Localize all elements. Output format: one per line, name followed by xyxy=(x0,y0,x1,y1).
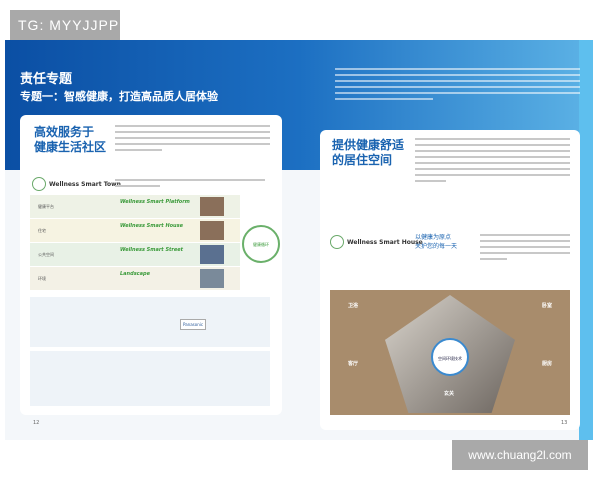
logo-text: Wellness Smart Town xyxy=(49,180,121,188)
row-name: Wellness Smart House xyxy=(120,223,183,229)
edge-strip xyxy=(579,40,593,440)
row-name: Wellness Smart Street xyxy=(120,247,184,253)
row-photo xyxy=(200,245,224,264)
room-kitchen: 厨房 xyxy=(541,361,552,367)
logo-text: Wellness Smart House xyxy=(347,238,423,246)
left-card: 高效服务于健康生活社区 Wellness Smart Town 健康平台 Well… xyxy=(20,115,282,415)
logo-caption xyxy=(115,179,265,191)
row-house: 住宅 Wellness Smart House xyxy=(30,219,240,242)
room-pentagon: 空间环境技术 卫浴 卧室 客厅 厨房 玄关 xyxy=(330,290,570,415)
row-name: Wellness Smart Platform xyxy=(120,199,190,205)
slogan-paragraph xyxy=(480,234,570,264)
row-platform: 健康平台 Wellness Smart Platform xyxy=(30,195,240,218)
cloud-label: Panasonic xyxy=(180,319,207,330)
page-subtitle: 专题一：智感健康，打造高品质人居体验 xyxy=(20,90,218,103)
slogan-line-1: 以健康为原点 xyxy=(415,234,452,241)
right-card: 提供健康舒适的居住空间 Wellness Smart House 以健康为原点关… xyxy=(320,130,580,430)
right-heading-2: 的居住空间 xyxy=(332,153,393,167)
room-bedroom: 卧室 xyxy=(541,303,552,309)
row-label: 住宅 xyxy=(38,228,46,233)
room-bathroom: 卫浴 xyxy=(348,303,359,309)
data-flow-box: Panasonic xyxy=(30,297,270,347)
left-heading-1: 高效服务于 xyxy=(34,125,95,139)
right-heading-1: 提供健康舒适 xyxy=(332,138,405,152)
page-number-right: 13 xyxy=(561,420,568,426)
left-paragraph xyxy=(115,125,270,155)
row-label: 公共空间 xyxy=(38,252,54,257)
row-photo xyxy=(200,269,224,288)
row-label: 环境 xyxy=(38,276,46,281)
page-title: 责任专题 xyxy=(20,72,73,87)
brochure-spread: 责任专题 专题一：智感健康，打造高品质人居体验 高效服务于健康生活社区 Well… xyxy=(5,40,593,440)
center-label: 空间环境技术 xyxy=(431,338,469,376)
right-paragraph xyxy=(415,138,570,186)
watermark-bottom: www.chuang2l.com xyxy=(452,440,588,470)
left-heading-2: 健康生活社区 xyxy=(34,140,107,154)
intro-paragraph xyxy=(335,68,580,104)
slogan-line-2: 关护您的每一天 xyxy=(415,243,458,250)
page-number-left: 12 xyxy=(33,420,40,426)
slogan: 以健康为原点关护您的每一天 xyxy=(415,233,457,251)
wellness-smart-town-logo: Wellness Smart Town xyxy=(32,177,121,191)
health-cycle: 健康循环 xyxy=(242,225,280,263)
logo-icon xyxy=(330,235,344,249)
row-street: 公共空间 Wellness Smart Street xyxy=(30,243,240,266)
row-photo xyxy=(200,197,224,216)
row-landscape: 环境 Landscape xyxy=(30,267,240,290)
row-photo xyxy=(200,221,224,240)
watermark-top: TG: MYYJJPP xyxy=(10,10,120,40)
logo-icon xyxy=(32,177,46,191)
wellness-smart-house-logo: Wellness Smart House xyxy=(330,235,423,249)
service-box xyxy=(30,351,270,406)
row-label: 健康平台 xyxy=(38,204,54,209)
row-name: Landscape xyxy=(120,271,150,277)
room-entrance: 玄关 xyxy=(444,391,455,397)
room-living: 客厅 xyxy=(348,361,359,367)
